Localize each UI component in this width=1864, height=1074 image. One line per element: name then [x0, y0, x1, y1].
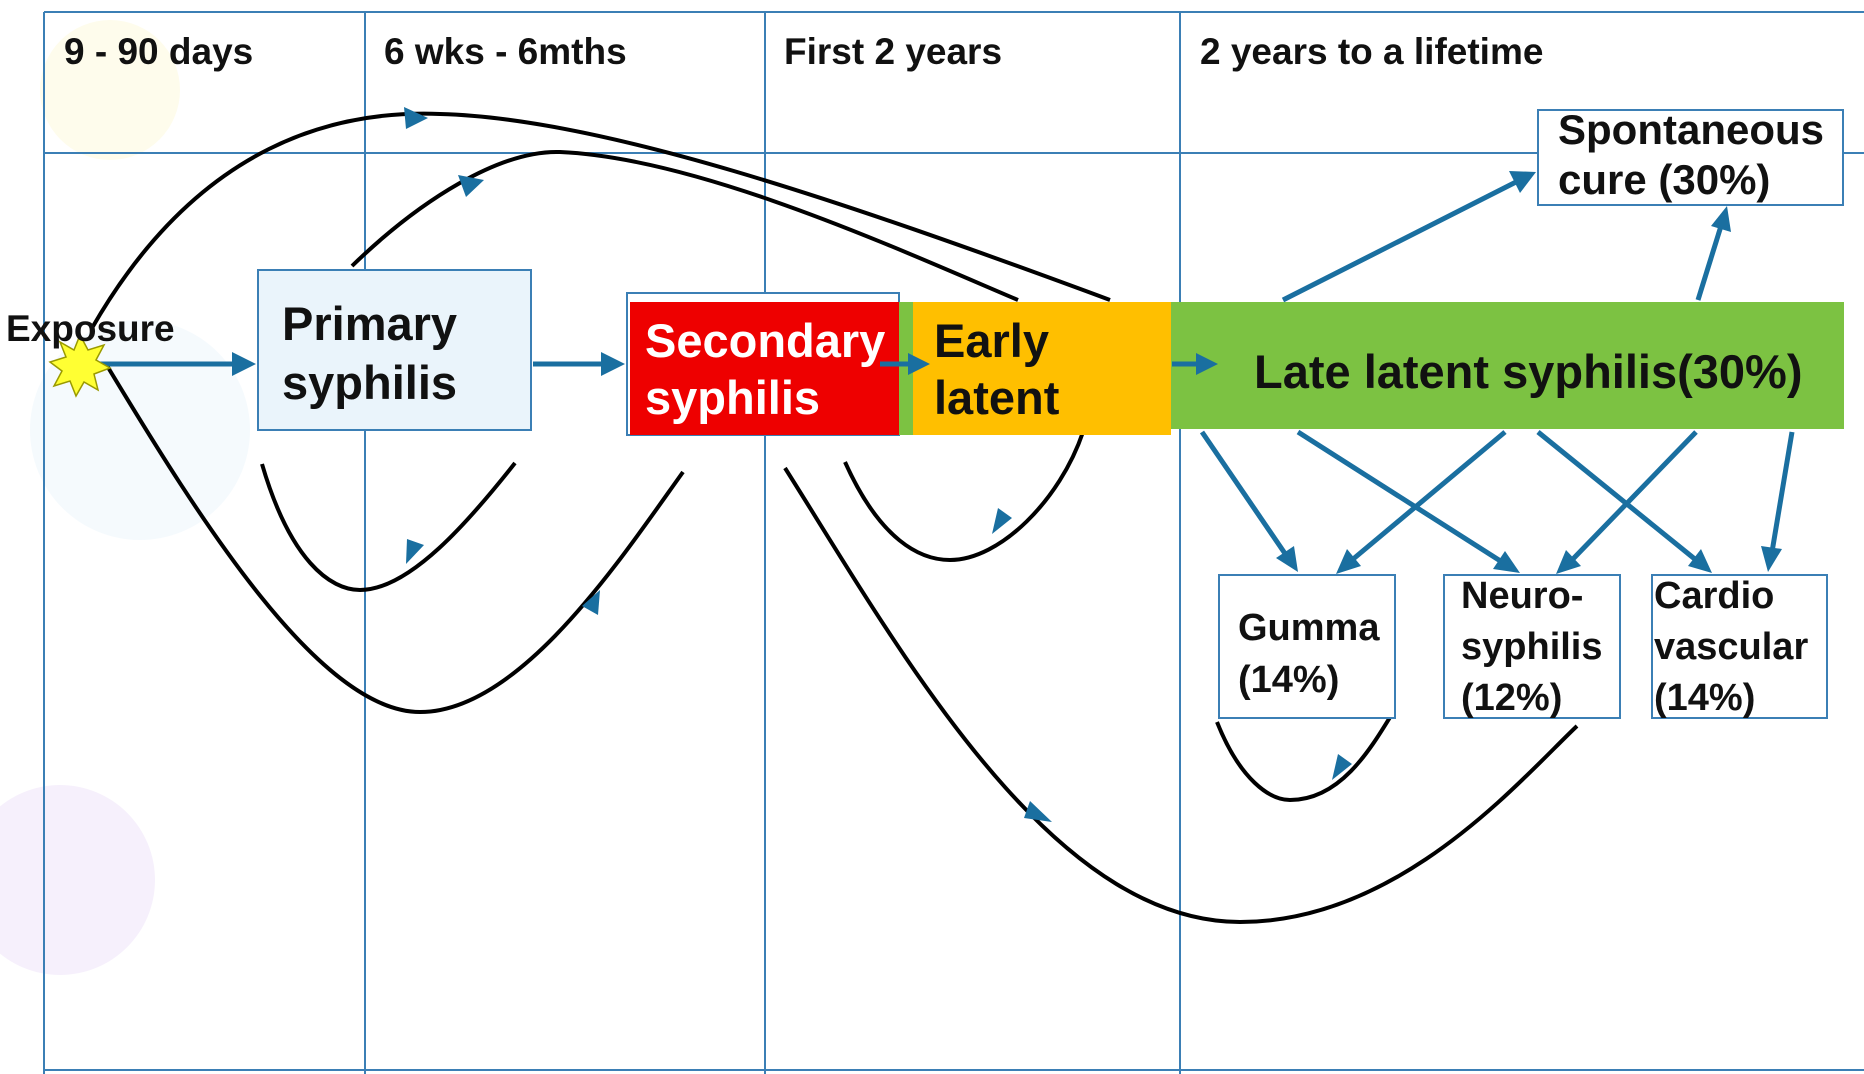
cardiovascular-line1: Cardio	[1654, 575, 1774, 617]
neurosyphilis-box: Neuro- syphilis (12%)	[1443, 574, 1621, 719]
period-headers: 9 - 90 days 6 wks - 6mths First 2 years …	[64, 31, 1543, 72]
neurosyphilis-line3: (12%)	[1461, 677, 1562, 719]
arrow-head	[458, 175, 484, 197]
decorative-bubble	[40, 20, 180, 160]
curve-secondary-to-neurosyphilis	[783, 466, 1579, 925]
arrow-head	[1688, 549, 1712, 573]
arrow-head	[601, 352, 625, 376]
curve-early-latent-loop	[843, 431, 1085, 563]
spontaneous-cure-line1: Spontaneous	[1558, 106, 1824, 153]
spontaneous-cure-box-bg	[1537, 109, 1844, 206]
gumma-line1: Gumma	[1238, 607, 1380, 649]
primary-syphilis-box: Primary syphilis	[257, 269, 532, 431]
spontaneous-cure-box: Spontaneous cure (30%)	[1537, 106, 1844, 206]
period-label: First 2 years	[784, 31, 1002, 72]
decorative-bubble	[0, 785, 155, 975]
arrow-head	[1276, 546, 1298, 572]
late-latent-label: Late latent syphilis(30%)	[1254, 345, 1803, 398]
arrow-to-cardiovascular-a	[1536, 430, 1698, 562]
arrow-head	[992, 508, 1012, 534]
neurosyphilis-box-bg	[1443, 574, 1621, 719]
early-latent-label-line2: latent	[934, 371, 1060, 424]
late-latent-box: Late latent syphilis(30%)	[1171, 302, 1844, 429]
arrow-to-neurosyphilis-a	[1296, 429, 1504, 565]
arrow-to-gumma-b	[1350, 430, 1507, 562]
secondary-label-line1: Secondary	[645, 314, 885, 367]
cardiovascular-line2: vascular	[1654, 626, 1808, 668]
curve-primary-loop	[260, 461, 517, 593]
arrow-head	[1493, 551, 1520, 573]
arrow-head	[1556, 550, 1581, 574]
neurosyphilis-line2: syphilis	[1461, 626, 1603, 668]
primary-label-line2: syphilis	[282, 356, 457, 409]
secondary-syphilis-box: Secondary syphilis	[626, 292, 900, 436]
arrow-head	[1761, 546, 1782, 572]
gumma-line2: (14%)	[1238, 659, 1339, 701]
gumma-box-bg	[1218, 574, 1396, 719]
neurosyphilis-line1: Neuro-	[1461, 575, 1583, 617]
arrow-head	[582, 590, 600, 615]
curve-exposure-to-secondary	[104, 362, 685, 715]
exposure-marker: Exposure	[6, 308, 175, 398]
period-label: 2 years to a lifetime	[1200, 31, 1543, 72]
spontaneous-cure-line2: cure (30%)	[1558, 156, 1770, 203]
secondary-box-bg	[630, 302, 899, 435]
primary-box-bg	[257, 269, 532, 431]
gumma-box: Gumma (14%)	[1218, 574, 1396, 719]
early-latent-box-bg	[913, 302, 1171, 435]
arrow-head	[406, 539, 424, 564]
exposure-label: Exposure	[6, 308, 175, 349]
background-decoration	[0, 20, 250, 975]
arrow-to-neurosyphilis-b	[1570, 430, 1698, 562]
arrow-head	[404, 107, 428, 129]
curve-exposure-to-late-latent	[90, 111, 1111, 329]
curve-primary-to-early-latent	[350, 149, 1019, 302]
cardiovascular-box: Cardio vascular (14%)	[1651, 574, 1828, 719]
decorative-bubble	[30, 320, 250, 540]
arrow-late-latent-to-spontaneous-cure	[1281, 179, 1518, 303]
arrow-to-cardiovascular-b	[1769, 431, 1795, 553]
period-label: 9 - 90 days	[64, 31, 253, 72]
arrow-late-latent-to-cure-right	[1695, 225, 1724, 301]
cardiovascular-line3: (14%)	[1654, 677, 1755, 719]
early-latent-label-line1: Early	[934, 314, 1049, 367]
period-label: 6 wks - 6mths	[384, 31, 627, 72]
arrow-head	[1336, 549, 1361, 574]
secondary-label-line2: syphilis	[645, 371, 820, 424]
arrow-head	[1332, 754, 1352, 780]
arrow-head	[1509, 171, 1536, 193]
arrow-head	[1024, 801, 1052, 822]
arrow-head	[1196, 353, 1218, 375]
curve-arrowheads	[404, 107, 1352, 822]
arrow-to-gumma-a	[1199, 430, 1289, 557]
curve-gumma-loop	[1215, 712, 1394, 803]
early-latent-box: Early latent	[899, 302, 1171, 435]
late-latent-box-bg	[1171, 302, 1844, 429]
arrow-head	[908, 353, 930, 375]
arrow-head	[232, 352, 256, 376]
arrow-head	[1711, 206, 1731, 232]
early-latent-edge	[899, 302, 913, 435]
straight-arrows	[98, 171, 1795, 574]
transition-curves	[90, 111, 1579, 925]
exposure-burst-icon	[48, 333, 112, 398]
cardiovascular-box-bg	[1651, 574, 1828, 719]
primary-label-line1: Primary	[282, 297, 457, 350]
